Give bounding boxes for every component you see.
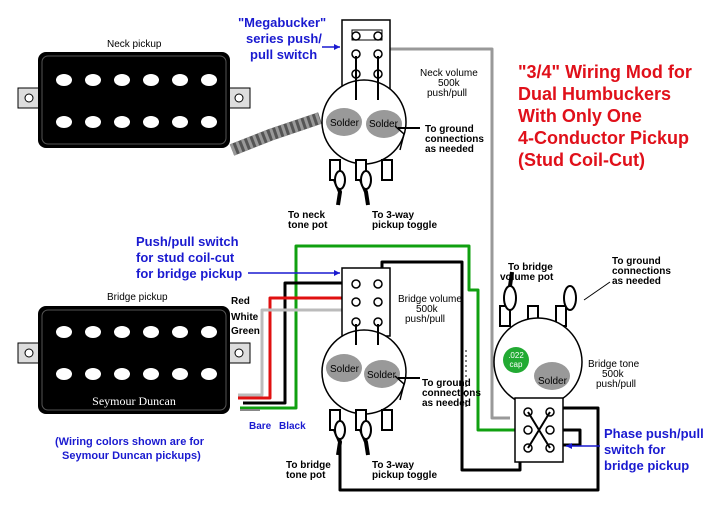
wire-green-label: Green (231, 326, 260, 337)
bridge-solder-2: Solder (367, 370, 397, 381)
neck-toggle-label: To 3-way pickup toggle (372, 210, 437, 231)
wire-red-label: Red (231, 296, 250, 307)
phase-label: Phase push/pull switch for bridge pickup (604, 426, 707, 473)
wire-black-label: Black (279, 421, 306, 432)
gray-wire-neck-to-phase (382, 47, 510, 420)
tone-ground-label: To ground connections as needed (612, 256, 674, 287)
tone-pot-label: Bridge tone 500k push/pull (588, 359, 642, 390)
neck-pot-label: Neck volume 500k push/pull (420, 68, 481, 99)
tone-to-vol-label: To bridge volume pot (500, 262, 556, 283)
bridge-switch (341, 267, 391, 337)
bridge-tone-label: To bridge tone pot (286, 460, 334, 481)
neck-pickup: Neck pickup (17, 39, 322, 156)
black-wire-bridge-pickup (243, 281, 355, 405)
black-wire-phase-bottom (338, 406, 600, 492)
bridge-pickup-label: Bridge pickup (107, 292, 168, 303)
phase-switch (514, 397, 564, 463)
brand-label: Seymour Duncan (92, 394, 176, 408)
bridge-pickup: Bridge pickup Seymour Duncan (17, 292, 251, 414)
neck-solder-2: Solder (369, 119, 399, 130)
black-wire-switch-to-phase-1 (380, 260, 522, 472)
cap-label-1: .022 (508, 351, 524, 360)
bridge-tone-pot: Solder .022 cap (493, 271, 583, 407)
wire-bare-label: Bare (249, 421, 272, 432)
neck-pickup-label: Neck pickup (107, 39, 162, 50)
wires (238, 47, 600, 492)
neck-switch (341, 19, 391, 93)
megabucker-label: "Megabucker" series push/ pull switch (238, 15, 330, 62)
bridge-volume-pot: Solder Solder (321, 324, 420, 456)
coilcut-label: Push/pull switch for stud coil-cut for b… (136, 234, 242, 281)
neck-solder-1: Solder (330, 118, 360, 129)
bridge-solder-1: Solder (330, 364, 360, 375)
white-wire-bridge (238, 308, 356, 397)
title: "3/4" Wiring Mod for Dual Humbuckers Wit… (518, 62, 697, 170)
colors-note: (Wiring colors shown are for Seymour Dun… (55, 436, 207, 462)
neck-tone-label: To neck tone pot (288, 210, 328, 231)
red-wire-bridge (238, 296, 356, 400)
tone-solder: Solder (538, 376, 568, 387)
bridge-ground-label: To ground connections as needed (422, 378, 484, 409)
bridge-pot-label: Bridge volume 500k push/pull (398, 294, 465, 325)
green-wire-bridge-to-phase (240, 244, 520, 432)
bridge-toggle-label: To 3-way pickup toggle (372, 460, 437, 481)
neck-volume-pot: Solder Solder (321, 56, 420, 206)
neck-ground-label: To ground connections as needed (425, 124, 487, 155)
cap-label-2: cap (510, 360, 523, 369)
wire-white-label: White (231, 312, 259, 323)
